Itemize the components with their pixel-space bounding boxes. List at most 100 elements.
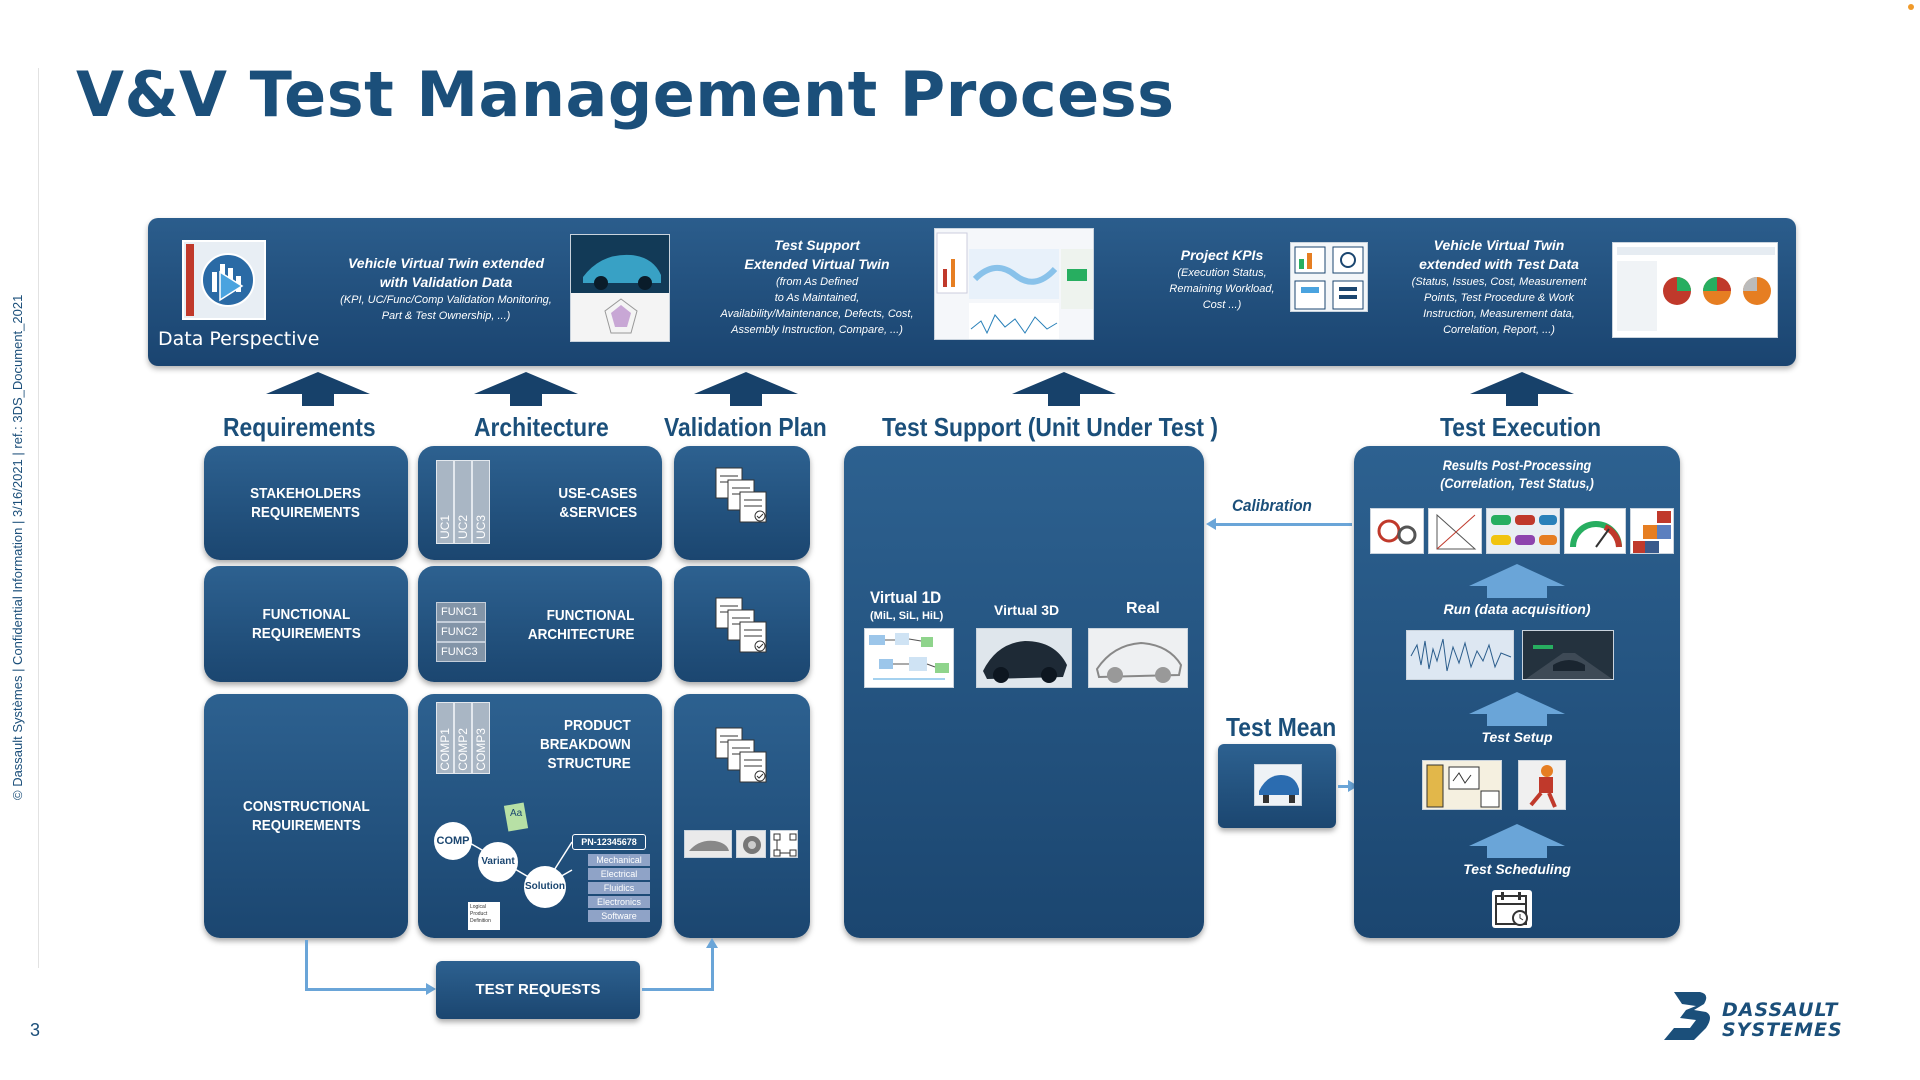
banner-item-test-support: Test Support Extended Virtual Twin (from… <box>700 236 934 338</box>
brand-name: DASSAULT SYSTEMES <box>1722 1000 1843 1040</box>
stakeholders-requirements-box[interactable]: STAKEHOLDERS REQUIREMENTS <box>204 446 408 560</box>
validation-plan-header: Validation Plan <box>664 412 827 442</box>
real-vehicle-thumbnail <box>1088 628 1188 688</box>
discipline-list: Mechanical Electrical Fluidics Electroni… <box>588 854 650 922</box>
aa-label: Aa <box>510 808 523 819</box>
banner-item-kpis: Project KPIs (Execution Status, Remainin… <box>1160 246 1284 313</box>
connector-line <box>305 988 429 991</box>
engine-thumbnail <box>736 830 766 858</box>
virtual-1d-sublabel: (MiL, SiL, HiL) <box>870 610 944 622</box>
discipline-item: Electrical <box>588 868 650 880</box>
real-label: Real <box>1126 600 1160 617</box>
discipline-item: Mechanical <box>588 854 650 866</box>
banner-detail: (from As Defined to As Maintained, Avail… <box>720 276 914 336</box>
calibration-arrow-icon <box>1206 518 1216 530</box>
constructional-requirements-box[interactable]: CONSTRUCTIONAL REQUIREMENTS <box>204 694 408 938</box>
test-support-box[interactable]: Virtual 1D (MiL, SiL, HiL) Virtual 3D Re… <box>844 446 1204 938</box>
kpi-icons-thumbnail <box>1290 242 1368 312</box>
banner-heading: Project KPIs <box>1180 247 1264 263</box>
data-perspective-icon <box>182 240 266 320</box>
comp-cell: COMP3 <box>472 702 490 774</box>
box-label: FUNCTIONAL ARCHITECTURE <box>527 607 635 643</box>
uc-label: UC2 <box>456 514 470 539</box>
dassault-logo-icon <box>1664 992 1710 1040</box>
connector-line <box>305 940 308 990</box>
use-cases-box[interactable]: UC1 UC2 UC3 USE-CASES &SERVICES <box>418 446 662 560</box>
uc-cell: UC3 <box>472 460 490 544</box>
box-label: CONSTRUCTIONAL REQUIREMENTS <box>242 798 370 834</box>
test-requests-box[interactable]: TEST REQUESTS <box>436 961 640 1019</box>
validation-plan-box-1[interactable] <box>674 446 810 560</box>
calendar-icon <box>1492 890 1532 928</box>
up-arrow-icon <box>266 372 370 406</box>
functional-requirements-box[interactable]: FUNCTIONAL REQUIREMENTS <box>204 566 408 682</box>
calibration-label: Calibration <box>1232 496 1312 515</box>
func-cells: FUNC1 FUNC2 FUNC3 <box>436 602 486 662</box>
box-label: PRODUCT BREAKDOWN STRUCTURE <box>540 717 631 772</box>
virtual-1d-thumbnail <box>864 628 954 688</box>
architecture-header: Architecture <box>474 412 609 442</box>
virtual-3d-thumbnail <box>976 628 1072 688</box>
gauge-thumbnail <box>1564 508 1626 554</box>
banner-detail: (KPI, UC/Func/Comp Validation Monitoring… <box>340 294 552 322</box>
virtual-3d-label: Virtual 3D <box>994 602 1060 618</box>
test-support-header: Test Support (Unit Under Test ) <box>882 412 1218 442</box>
uc-cell: UC1 <box>436 460 454 544</box>
test-mean-box[interactable] <box>1218 744 1336 828</box>
use-case-cells: UC1 UC2 UC3 <box>436 460 490 544</box>
banner-detail: (Status, Issues, Cost, Measurement Point… <box>1411 276 1587 336</box>
box-label: USE-CASES &SERVICES <box>558 485 638 521</box>
comp-cell: COMP1 <box>436 702 454 774</box>
up-arrow-icon <box>1469 824 1565 858</box>
validation-plan-box-3[interactable] <box>674 694 810 938</box>
up-arrow-icon <box>694 372 798 406</box>
run-label: Run (data acquisition) <box>1443 601 1591 617</box>
func-cell: FUNC3 <box>436 642 486 662</box>
vehicle-twin-thumbnail <box>570 234 670 342</box>
requirements-header: Requirements <box>223 412 376 442</box>
validation-plan-box-2[interactable] <box>674 566 810 682</box>
document-stack-icon <box>715 597 767 653</box>
banner-item-validation: Vehicle Virtual Twin extended with Valid… <box>322 254 570 324</box>
box-label: STAKEHOLDERS REQUIREMENTS <box>250 485 362 521</box>
solution-node: Solution <box>524 866 566 908</box>
virtual-1d-label: Virtual 1D <box>870 588 942 607</box>
brand-line1: DASSAULT <box>1722 999 1839 1021</box>
calibration-arrow-line <box>1216 523 1352 526</box>
confidential-footer: © Dassault Systèmes | Confidential Infor… <box>10 294 25 800</box>
comp-cells: COMP1 COMP2 COMP3 <box>436 702 490 774</box>
comp-cell: COMP2 <box>454 702 472 774</box>
left-divider <box>38 68 39 968</box>
test-data-charts-thumbnail <box>1612 242 1778 338</box>
cars-thumbnail <box>1486 508 1560 554</box>
banner-detail: (Execution Status, Remaining Workload, C… <box>1169 267 1275 311</box>
up-arrow-icon <box>1012 372 1116 406</box>
connector-arrow-icon <box>706 938 718 948</box>
test-execution-header: Test Execution <box>1440 412 1602 442</box>
comp-node: COMP <box>434 822 472 860</box>
uc-label: UC1 <box>438 514 452 539</box>
func-cell: FUNC2 <box>436 622 486 642</box>
results-thumbnails <box>1370 508 1674 554</box>
banner-heading: Vehicle Virtual Twin extended with Test … <box>1419 237 1579 272</box>
heatmap-thumbnail <box>1630 508 1674 554</box>
test-execution-box[interactable]: Results Post-Processing (Correlation, Te… <box>1354 446 1680 938</box>
crash-dummy-thumbnail <box>1518 760 1566 810</box>
banner-heading: Test Support Extended Virtual Twin <box>744 237 890 272</box>
up-arrow-icon <box>1470 372 1574 406</box>
test-rig-thumbnail <box>1422 760 1502 810</box>
up-arrow-icon <box>1469 692 1565 726</box>
banner-item-test-data: Vehicle Virtual Twin extended with Test … <box>1404 236 1594 338</box>
uc-cell: UC2 <box>454 460 472 544</box>
document-stack-icon <box>715 467 767 523</box>
road-test-thumbnail <box>1522 630 1614 680</box>
acquisition-signal-thumbnail <box>1406 630 1514 680</box>
functional-architecture-box[interactable]: FUNC1 FUNC2 FUNC3 FUNCTIONAL ARCHITECTUR… <box>418 566 662 682</box>
part-number: PN-12345678 <box>572 834 646 850</box>
test-mean-arrow-line <box>1338 785 1350 788</box>
connector-line <box>642 988 714 991</box>
chassis-thumbnail <box>684 830 732 858</box>
product-breakdown-box[interactable]: COMP1 COMP2 COMP3 PRODUCT BREAKDOWN STRU… <box>418 694 662 938</box>
setup-label: Test Setup <box>1481 729 1553 745</box>
func-cell: FUNC1 <box>436 602 486 622</box>
